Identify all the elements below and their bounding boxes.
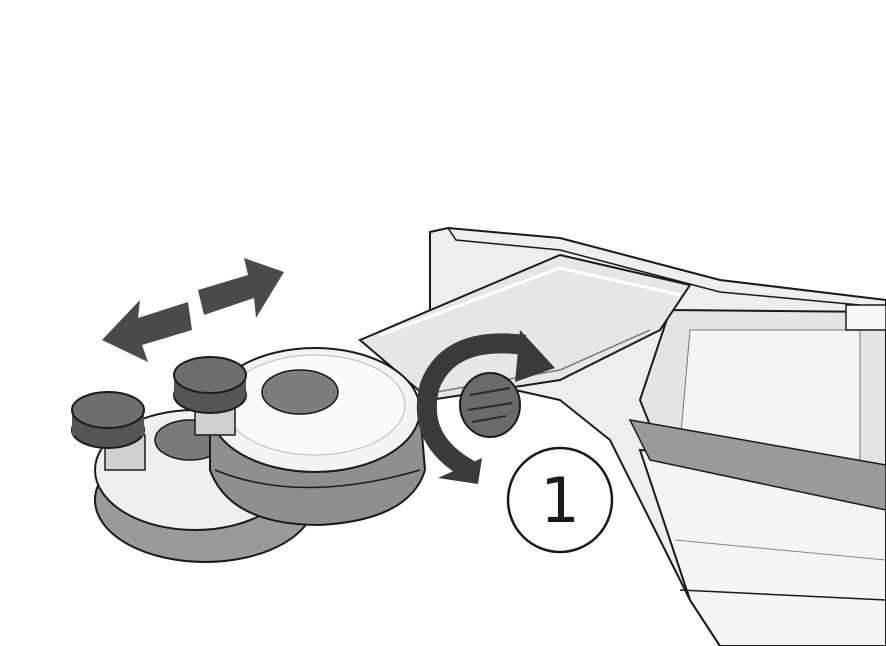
right-knob (173, 356, 247, 436)
callout-number: 1 (540, 464, 579, 537)
screw-knob (459, 372, 521, 438)
front-turret (209, 347, 427, 527)
callout-marker: 1 (506, 446, 614, 554)
double-headed-arrow-icon (102, 258, 284, 362)
left-knob (71, 391, 146, 471)
curved-rotation-arrow-icon (416, 330, 555, 484)
